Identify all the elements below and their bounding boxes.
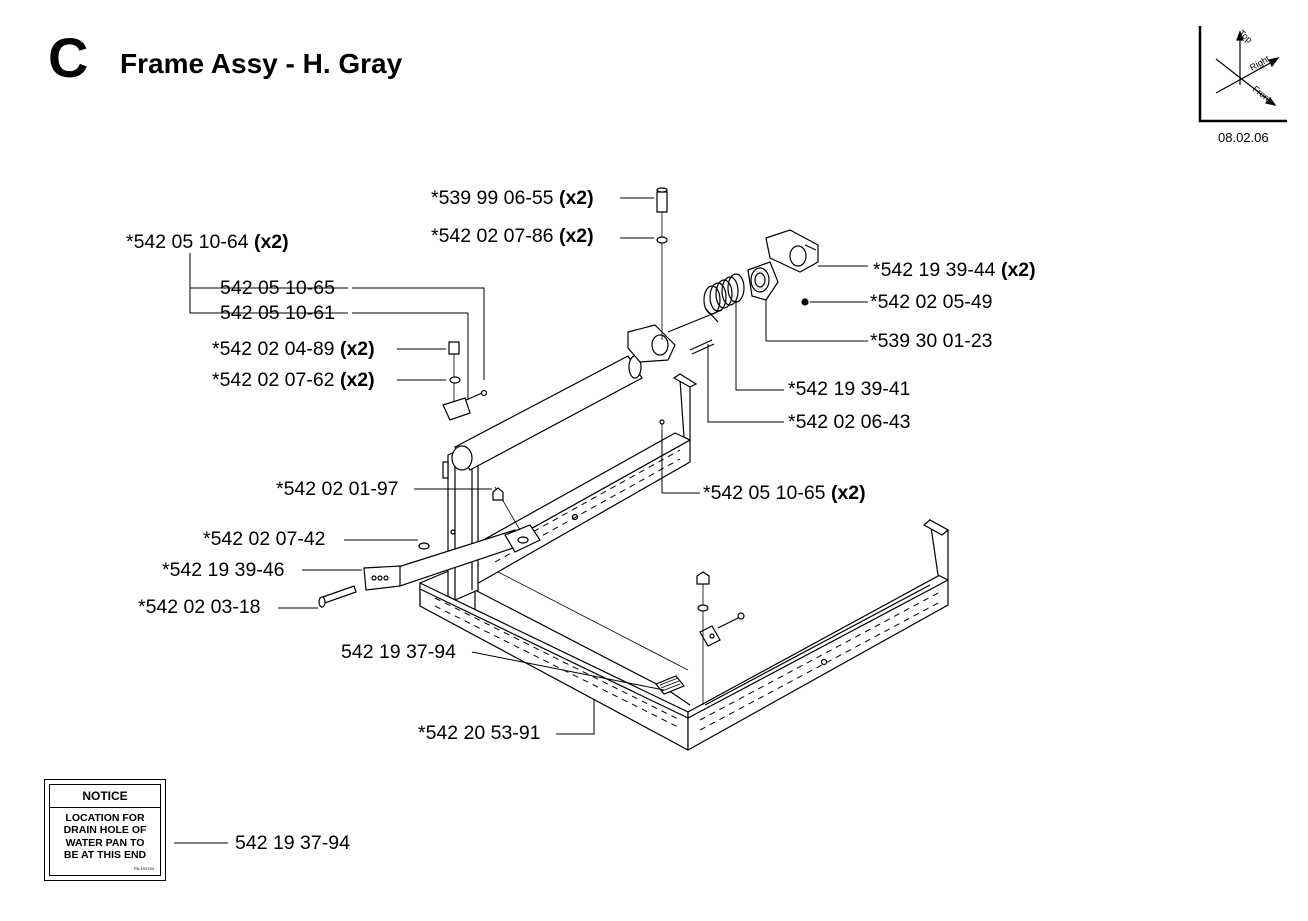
part-label: *542 02 01-97 [276,478,399,500]
bushing-ring [747,261,779,301]
part-label: *542 05 10-65 (x2) [703,482,866,504]
torsion-spring [703,273,745,323]
notice-heading: NOTICE [50,785,160,808]
part-label: 542 19 37-94 [235,832,350,854]
top-tube [451,355,643,471]
part-label: *539 99 06-55 (x2) [431,187,594,209]
drain-notice-decal [655,675,685,695]
part-label: 542 05 10-65 [220,277,335,299]
axis-top-label: Top [1237,28,1255,45]
part-label: *542 02 07-42 [203,528,326,550]
notice-line: BE AT THIS END [63,848,147,861]
part-label: *542 02 07-86 (x2) [431,225,594,247]
part-label: *542 19 39-41 [788,378,911,400]
left-mount-bracket [442,341,488,421]
part-label: *542 19 39-44 (x2) [873,259,1036,281]
orientation-axes-icon [1198,26,1287,123]
part-label: *542 02 07-62 (x2) [212,369,375,391]
revision-date: 08.02.06 [1218,130,1269,145]
part-label: *542 20 53-91 [418,722,541,744]
notice-line: DRAIN HOLE OF [63,824,147,837]
part-label: *542 05 10-64 (x2) [126,231,289,253]
part-label: 542 19 37-94 [341,641,456,663]
part-label: *542 02 06-43 [788,411,911,433]
part-label: *539 30 01-23 [870,330,993,352]
leader-lines [174,197,868,844]
notice-line: WATER PAN TO [65,836,145,849]
notice-code: PN 193794 [133,866,154,871]
part-label: 542 05 10-61 [220,302,335,324]
upper-clamp-assembly [627,187,819,363]
part-label: *542 02 05-49 [870,291,993,313]
notice-line: LOCATION FOR [65,812,145,824]
notice-decal: NOTICE LOCATION FOR DRAIN HOLE OF WATER … [44,779,166,881]
support-strut [318,486,541,608]
section-letter: C [48,26,89,89]
part-label: *542 19 39-46 [162,559,285,581]
clamp-half [765,229,819,273]
part-label: *542 02 03-18 [138,596,261,618]
part-label: *542 02 04-89 (x2) [212,338,375,360]
axis-right-label: Right [1248,53,1272,72]
page-title: Frame Assy - H. Gray [120,48,403,79]
